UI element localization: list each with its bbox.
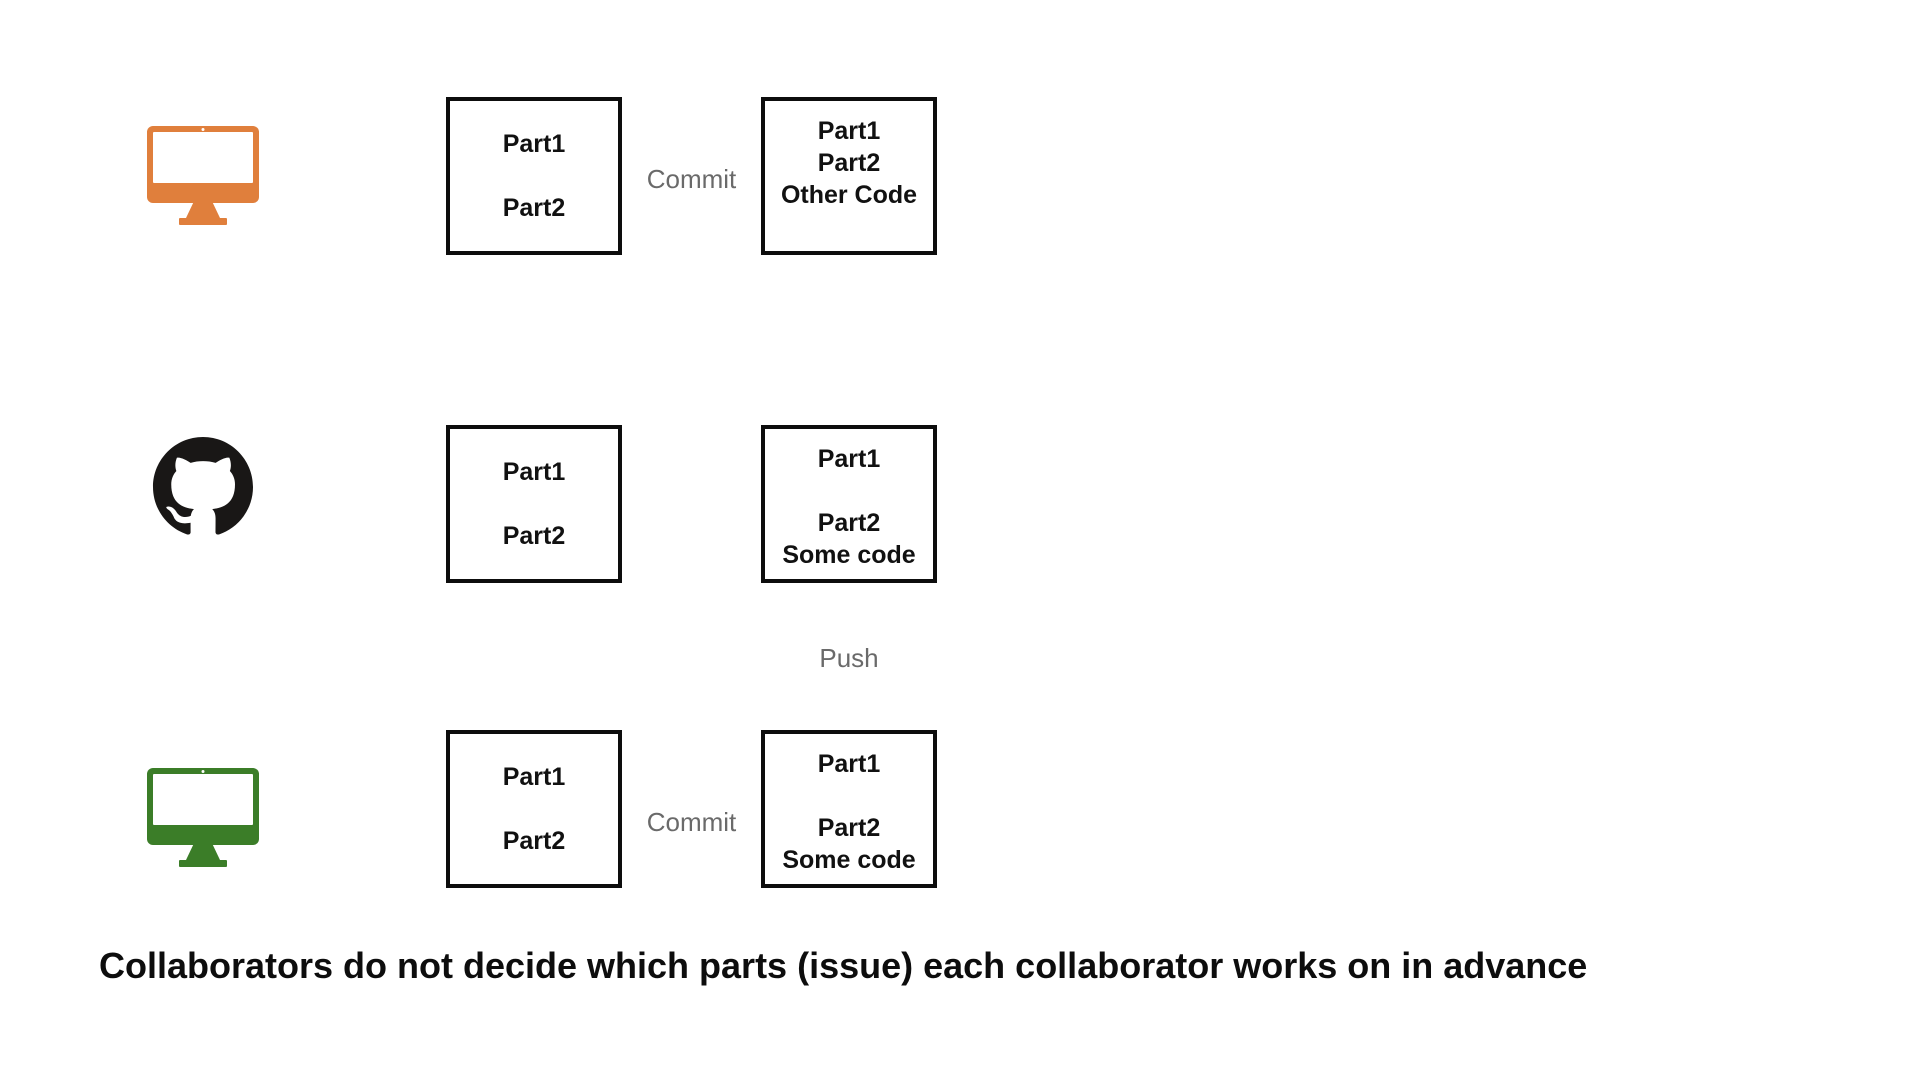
commit-label-row3: Commit <box>646 807 737 837</box>
box-line: Part2 <box>502 522 566 550</box>
box-line: Part2 <box>817 814 881 842</box>
monitor-frame <box>147 768 259 845</box>
box-line: Part1 <box>502 763 566 791</box>
monitor-stand-neck <box>186 845 220 860</box>
monitor-stand-neck <box>186 203 220 218</box>
monitor-stand-base <box>179 860 227 867</box>
box-line: Part1 <box>817 445 881 473</box>
remote-main-box: Part1 Part2 <box>446 425 622 583</box>
box-line: Part1 <box>817 117 881 145</box>
working-copy-box-row1: Part1 Part2 <box>446 97 622 255</box>
monitor-screen <box>153 132 253 183</box>
github-octocat-path <box>153 437 253 535</box>
committed-state-box-row3: Part1 Part2 Some code <box>761 730 937 888</box>
github-icon <box>153 437 253 535</box>
box-line: Part1 <box>502 130 566 158</box>
working-copy-box-row3: Part1 Part2 <box>446 730 622 888</box>
commit-label-row1: Commit <box>646 164 737 194</box>
box-line: Other Code <box>780 181 918 209</box>
box-line: Part2 <box>817 509 881 537</box>
caption-text: Collaborators do not decide which parts … <box>99 945 1588 986</box>
committed-state-box-row1: Part1 Part2 Other Code <box>761 97 937 255</box>
box-line: Some code <box>782 846 916 874</box>
monitor-stand-base <box>179 218 227 225</box>
monitor-screen <box>153 774 253 825</box>
push-label: Push <box>819 643 879 673</box>
camera-dot-icon <box>201 128 205 131</box>
monitor-frame <box>147 126 259 203</box>
camera-dot-icon <box>201 770 205 773</box>
box-line: Some code <box>782 541 916 569</box>
remote-pushed-box: Part1 Part2 Some code <box>761 425 937 583</box>
imac-monitor-icon <box>147 768 259 867</box>
box-line: Part2 <box>502 827 566 855</box>
box-line: Part1 <box>502 458 566 486</box>
imac-monitor-icon <box>147 126 259 225</box>
box-line: Part2 <box>502 194 566 222</box>
box-line: Part1 <box>817 750 881 778</box>
box-line: Part2 <box>817 149 881 177</box>
